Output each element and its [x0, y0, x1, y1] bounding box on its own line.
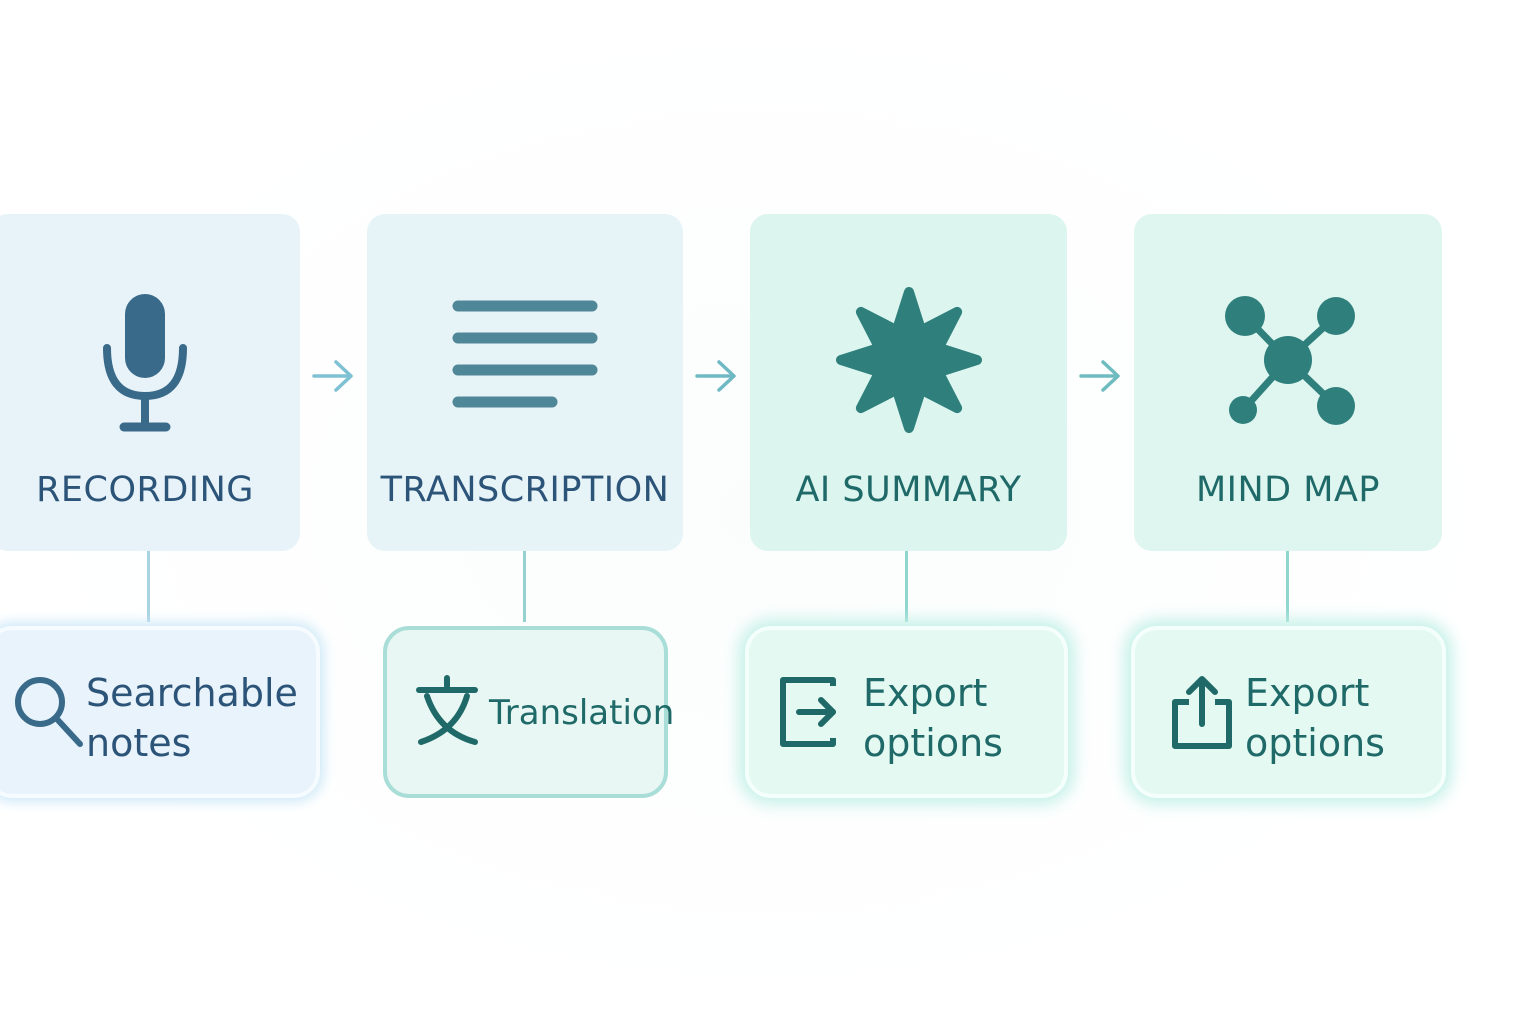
arrow-right-icon [695, 356, 739, 396]
connector-line [523, 551, 526, 622]
arrow-right-icon [1079, 356, 1123, 396]
step-card-transcription: TRANSCRIPTION [367, 214, 683, 551]
feature-line-1: Export [863, 671, 988, 715]
feature-line-1: Export [1245, 671, 1370, 715]
step-card-mind-map: MIND MAP [1134, 214, 1442, 551]
feature-text: Export options [863, 668, 1003, 768]
connector-line [905, 551, 908, 622]
feature-line-1: Searchable [86, 671, 298, 715]
feature-translation: Translation [383, 626, 674, 798]
step-label-ai-summary: AI SUMMARY [795, 470, 1022, 510]
text-lines-icon [450, 286, 600, 436]
translate-icon [413, 672, 493, 752]
feature-text: Translation [489, 688, 674, 738]
sparkle-burst-icon [834, 286, 984, 436]
feature-line-2: options [863, 721, 1003, 765]
search-icon [10, 672, 90, 752]
network-nodes-icon [1213, 286, 1363, 436]
step-label-recording: RECORDING [36, 470, 254, 510]
connector-line [1286, 551, 1289, 622]
arrow-right-icon [312, 356, 356, 396]
feature-line-2: options [1245, 721, 1385, 765]
feature-text: Searchable notes [86, 668, 298, 768]
connector-line [147, 551, 150, 622]
feature-line-1: Translation [489, 693, 675, 733]
step-label-transcription: TRANSCRIPTION [380, 470, 670, 510]
microphone-icon [70, 286, 220, 436]
step-card-recording: RECORDING [0, 214, 300, 551]
feature-export-options-share: Export options [1131, 626, 1446, 798]
feature-export-options: Export options [745, 626, 1068, 798]
step-card-ai-summary: AI SUMMARY [750, 214, 1067, 551]
step-label-mind-map: MIND MAP [1195, 470, 1381, 510]
share-upload-icon [1167, 672, 1247, 752]
export-arrow-icon [775, 672, 855, 752]
feature-line-2: notes [86, 721, 192, 765]
feature-searchable-notes: Searchable notes [0, 626, 320, 798]
feature-text: Export options [1245, 668, 1385, 768]
